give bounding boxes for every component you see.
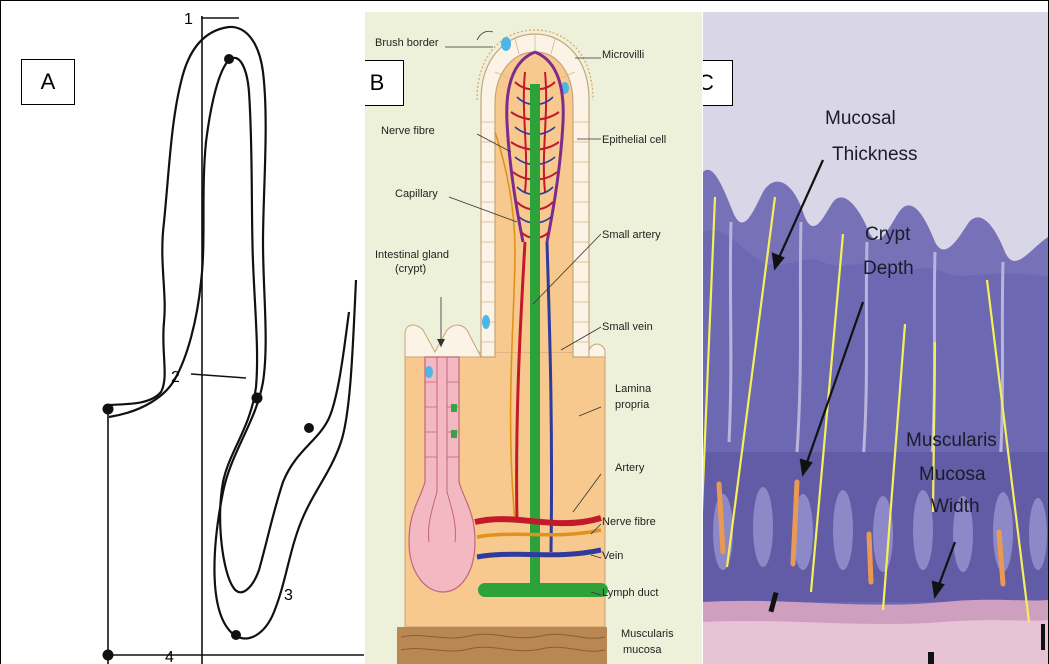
label-mucosa: mucosa [623, 644, 662, 656]
panel-a-label: A [21, 59, 75, 105]
villus-outline-drawing: 1 2 3 4 [1, 12, 364, 664]
panel-c-histology: C [703, 12, 1048, 664]
label-microvilli: Microvilli [602, 49, 644, 61]
label-intestinal-gland: Intestinal gland [375, 249, 449, 261]
panel-c-label: C [703, 60, 733, 106]
panel-b-label: B [365, 60, 404, 106]
label-artery: Artery [615, 462, 645, 474]
label-crypt: (crypt) [395, 263, 426, 275]
label-mucosal: Mucosal [825, 108, 896, 129]
label-nerve-fibre-top: Nerve fibre [381, 125, 435, 137]
label-propria: propria [615, 399, 650, 411]
marker-2: 2 [171, 369, 180, 386]
label-muscularis: Muscularis [621, 628, 674, 640]
label-mucosa: Mucosa [919, 464, 986, 485]
label-brush-border: Brush border [375, 37, 439, 49]
label-capillary: Capillary [395, 188, 438, 200]
label-lamina: Lamina [615, 383, 652, 395]
label-vein: Vein [602, 550, 623, 562]
label-lymph-duct: Lymph duct [602, 587, 658, 599]
label-muscularis: Muscularis [906, 430, 997, 451]
label-depth: Depth [863, 258, 914, 279]
histology-micrograph: Mucosal Thickness Crypt Depth Muscularis… [703, 12, 1048, 664]
panel-b-villus-anatomy: B [365, 12, 702, 664]
marker-3: 3 [284, 587, 293, 604]
label-crypt: Crypt [865, 224, 911, 245]
muscularis-mucosa-band [397, 627, 607, 664]
label-small-artery: Small artery [602, 229, 661, 241]
label-nerve-fibre-bottom: Nerve fibre [602, 516, 656, 528]
panel-a-villus-outline: A 1 2 3 4 [1, 12, 364, 664]
villus-anatomy-illustration: Brush border Microvilli Nerve fibre Epit… [365, 12, 702, 664]
marker-1: 1 [184, 12, 193, 28]
label-thickness: Thickness [832, 144, 918, 165]
label-small-vein: Small vein [602, 321, 653, 333]
label-width: Width [931, 496, 980, 517]
marker-4: 4 [165, 649, 174, 664]
label-epithelial-cell: Epithelial cell [602, 134, 666, 146]
